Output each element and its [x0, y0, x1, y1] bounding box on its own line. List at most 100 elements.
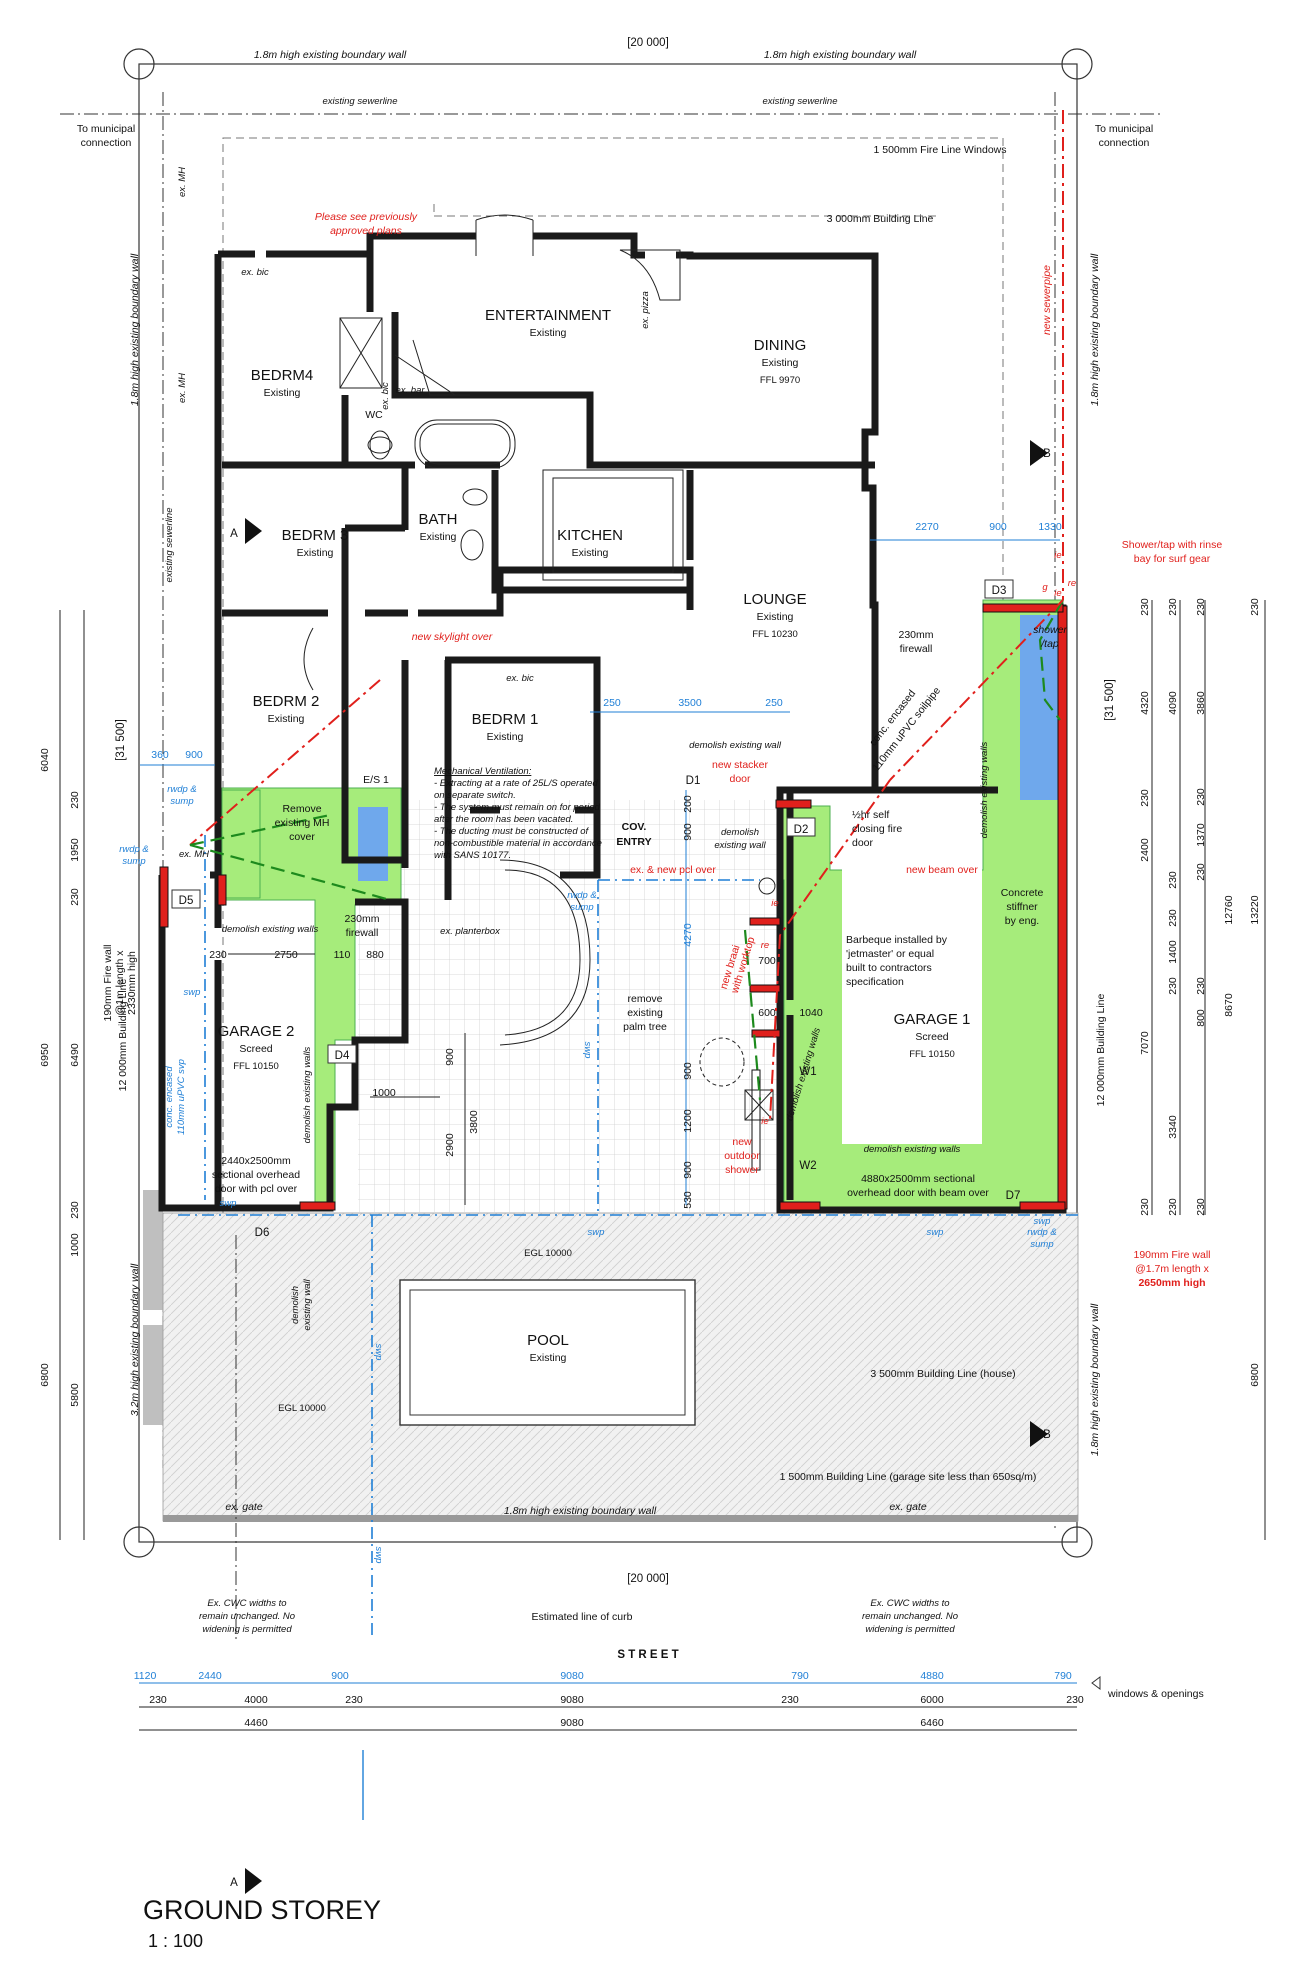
room-cov-entry-1: COV.: [622, 821, 647, 833]
note-barbeque-3: built to contractors: [846, 962, 932, 974]
dim-3500: 3500: [678, 697, 702, 709]
dim-110: 110: [334, 949, 351, 961]
gate-right: ex. gate: [889, 1501, 927, 1513]
dim-1330: 1330: [1038, 521, 1062, 533]
note-fire-wall-right-3: 2650mm high: [1138, 1277, 1205, 1289]
dim-900d: 900: [682, 1062, 694, 1080]
dim-bot3-1: 9080: [560, 1717, 584, 1729]
note-shower-tap-2: /tap: [1040, 638, 1059, 650]
room-dining-ffl: FFL 9970: [760, 375, 800, 386]
drawing-title: GROUND STOREY: [143, 1895, 381, 1925]
room-garage1: GARAGE 1: [894, 1011, 971, 1028]
dim-bot1-2: 900: [331, 1670, 349, 1682]
right-wall-lower: 1.8m high existing boundary wall: [1089, 1303, 1101, 1456]
fixtures: [303, 214, 776, 1426]
dim-530: 530: [682, 1191, 694, 1209]
note-swp-3: swp: [927, 1227, 944, 1238]
note-ex-pizza: ex. pizza: [640, 291, 651, 329]
note-demolish-walls-v1: demolish existing walls: [979, 741, 990, 838]
room-cov-entry-2: ENTRY: [616, 836, 651, 848]
note-barbeque-2: 'jetmaster' or equal: [846, 948, 934, 960]
room-lounge-status: Existing: [757, 611, 794, 623]
note-fire-door-2: closing fire: [852, 823, 902, 835]
new-construction-areas: [221, 599, 1064, 1209]
note-demolish-boundary-2: existing wall: [302, 1279, 313, 1331]
dim-bot2-4: 230: [781, 1694, 799, 1706]
dim-left-230a: 230: [69, 791, 81, 809]
note-ex-new-pcl: ex. & new pcl over: [630, 864, 716, 876]
right-dimension: [31 500]: [1104, 679, 1116, 721]
mech-vent-line-6: non-combustible material in accordance: [434, 838, 602, 849]
room-garage2-status: Screed: [239, 1043, 272, 1055]
note-swp-5: swp: [373, 1547, 384, 1564]
left-wall-lower: 3.2m high existing boundary wall: [129, 1263, 141, 1416]
room-entertainment-status: Existing: [530, 327, 567, 339]
dim-880: 880: [366, 949, 384, 961]
note-remove-mh-3: cover: [289, 831, 315, 843]
sewer-top-left: existing sewerline: [323, 96, 398, 107]
left-wall-upper: 1.8m high existing boundary wall: [129, 253, 141, 406]
dim-bot1-4: 790: [791, 1670, 809, 1682]
dim-2270: 2270: [915, 521, 939, 533]
municipal-right-1: To municipal: [1095, 123, 1153, 135]
room-kitchen: KITCHEN: [557, 527, 623, 544]
note-new-stacker-1: new stacker: [712, 759, 769, 771]
dim-r2-230a: 230: [1167, 598, 1179, 616]
sewer-left: existing sewerline: [164, 508, 175, 583]
note-ex-bic-3: ex. bic: [506, 673, 534, 684]
fire-line-label: 1 500mm Fire Line Windows: [873, 144, 1006, 156]
dim-left-6950: 6950: [39, 1043, 51, 1067]
note-ex-bic-1: ex. bic: [241, 267, 269, 278]
dim-r2-230c: 230: [1167, 909, 1179, 927]
mech-vent-line-2: on separate switch.: [434, 790, 516, 801]
dim-r3-230c: 230: [1195, 863, 1207, 881]
dim-left-6040: 6040: [39, 748, 51, 772]
note-fire-wall-left-2: @1m length x: [114, 950, 126, 1016]
top-dimension: [20 000]: [627, 37, 669, 49]
room-kitchen-status: Existing: [572, 547, 609, 559]
note-swp-8: swp: [220, 1198, 237, 1209]
dim-r1-230c: 230: [1139, 1198, 1151, 1216]
note-fire-wall-right-2: @1.7m length x: [1135, 1263, 1209, 1275]
note-prev-plans-2: approved plans: [330, 225, 403, 237]
note-swp-1: swp: [184, 987, 201, 998]
note-rwdp-1b: sump: [170, 796, 193, 807]
dim-r1-230b: 230: [1139, 789, 1151, 807]
note-rwdp-3b: sump: [570, 902, 593, 913]
ex-mh-2: ex. MH: [177, 373, 188, 403]
tag-re-2: re: [761, 940, 769, 951]
dim-r4-230: 230: [1249, 598, 1261, 616]
dim-left-1000: 1000: [69, 1233, 81, 1257]
note-remove-mh-2: existing MH: [275, 817, 330, 829]
dim-bot3-0: 4460: [244, 1717, 268, 1729]
note-ex-bic-2: ex. bic: [380, 382, 391, 410]
note-remove-mh-1: Remove: [282, 803, 321, 815]
tag-ie-2: ie: [1054, 588, 1061, 599]
dim-600: 600: [758, 1007, 776, 1019]
cwc-left-2: remain unchanged. No: [199, 1611, 295, 1622]
dim-left-1950: 1950: [69, 838, 81, 862]
dim-r3-230d: 230: [1195, 977, 1207, 995]
room-lounge: LOUNGE: [743, 591, 806, 608]
dim-bot1-6: 790: [1054, 1670, 1072, 1682]
note-firewall2-2: firewall: [346, 927, 379, 939]
room-garage1-ffl: FFL 10150: [909, 1049, 955, 1060]
note-firewall-word: firewall: [900, 643, 933, 655]
tag-g: g: [1042, 582, 1048, 593]
dim-bot2-2: 230: [345, 1694, 363, 1706]
dim-r1-230a: 230: [1139, 598, 1151, 616]
room-pool-status: Existing: [530, 1352, 567, 1364]
dim-r2-1400: 1400: [1167, 940, 1179, 964]
mech-vent-line-7: with SANS 10177.: [434, 850, 511, 861]
dim-900c: 900: [682, 823, 694, 841]
gate-left: ex. gate: [225, 1501, 263, 1513]
tag-d6: D6: [255, 1227, 270, 1239]
dim-bot2-1: 4000: [244, 1694, 268, 1706]
note-new-outdoor-1: new: [732, 1136, 752, 1148]
dim-r3-8670: 8670: [1223, 993, 1235, 1017]
note-new-outdoor-2: outdoor: [724, 1150, 760, 1162]
curb-label: Estimated line of curb: [532, 1611, 633, 1623]
room-es1: E/S 1: [363, 774, 389, 786]
dim-2750: 2750: [274, 949, 298, 961]
note-new-outdoor-3: shower: [725, 1164, 759, 1176]
